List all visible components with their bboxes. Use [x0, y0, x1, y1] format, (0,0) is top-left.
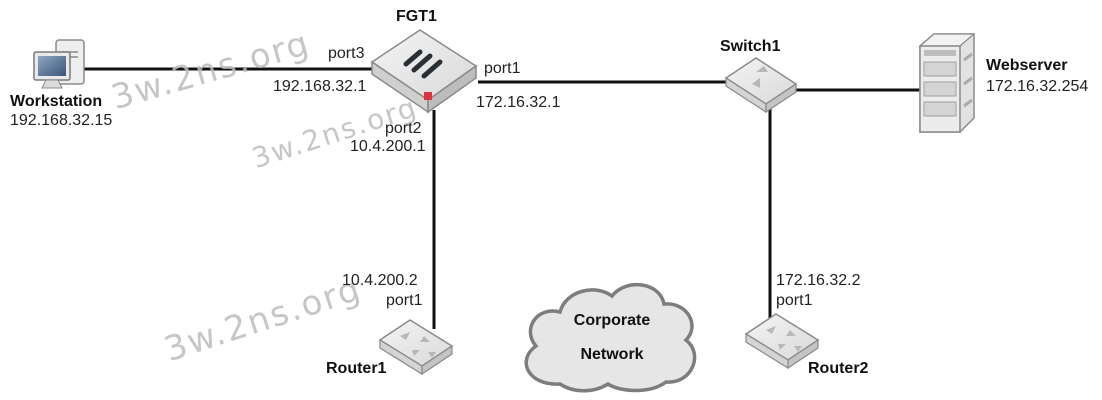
links — [84, 67, 920, 329]
workstation-ip: 192.168.32.15 — [10, 112, 113, 129]
fgt1-port3-label: port3 — [328, 45, 365, 62]
firewall-icon[interactable] — [370, 29, 478, 114]
webserver-ip: 172.16.32.254 — [986, 78, 1089, 95]
server-icon[interactable] — [918, 33, 976, 133]
workstation-icon[interactable] — [33, 39, 85, 89]
router2-icon[interactable] — [744, 313, 820, 370]
router1-ip: 10.4.200.2 — [342, 272, 418, 289]
webserver-name: Webserver — [986, 57, 1068, 74]
router1-icon[interactable] — [378, 319, 454, 376]
cloud-label-line2: Network — [580, 346, 644, 363]
fgt1-port2-label: port2 — [385, 120, 422, 137]
switch1-name: Switch1 — [720, 38, 781, 55]
router2-ip: 172.16.32.2 — [776, 272, 861, 289]
fgt1-name: FGT1 — [396, 8, 437, 25]
fgt1-port1-label: port1 — [484, 60, 521, 77]
router2-port: port1 — [776, 292, 813, 309]
cloud-label-line1: Corporate — [573, 312, 651, 329]
router1-name: Router1 — [326, 360, 387, 377]
router1-port: port1 — [386, 292, 423, 309]
cloud-icon[interactable] — [524, 282, 697, 393]
fgt1-port2-ip: 10.4.200.1 — [350, 138, 426, 155]
fgt1-port3-ip: 192.168.32.1 — [273, 78, 367, 95]
router2-name: Router2 — [808, 360, 869, 377]
fgt1-port1-ip: 172.16.32.1 — [476, 94, 561, 111]
switch-icon[interactable] — [724, 57, 798, 114]
workstation-name: Workstation — [10, 93, 103, 110]
